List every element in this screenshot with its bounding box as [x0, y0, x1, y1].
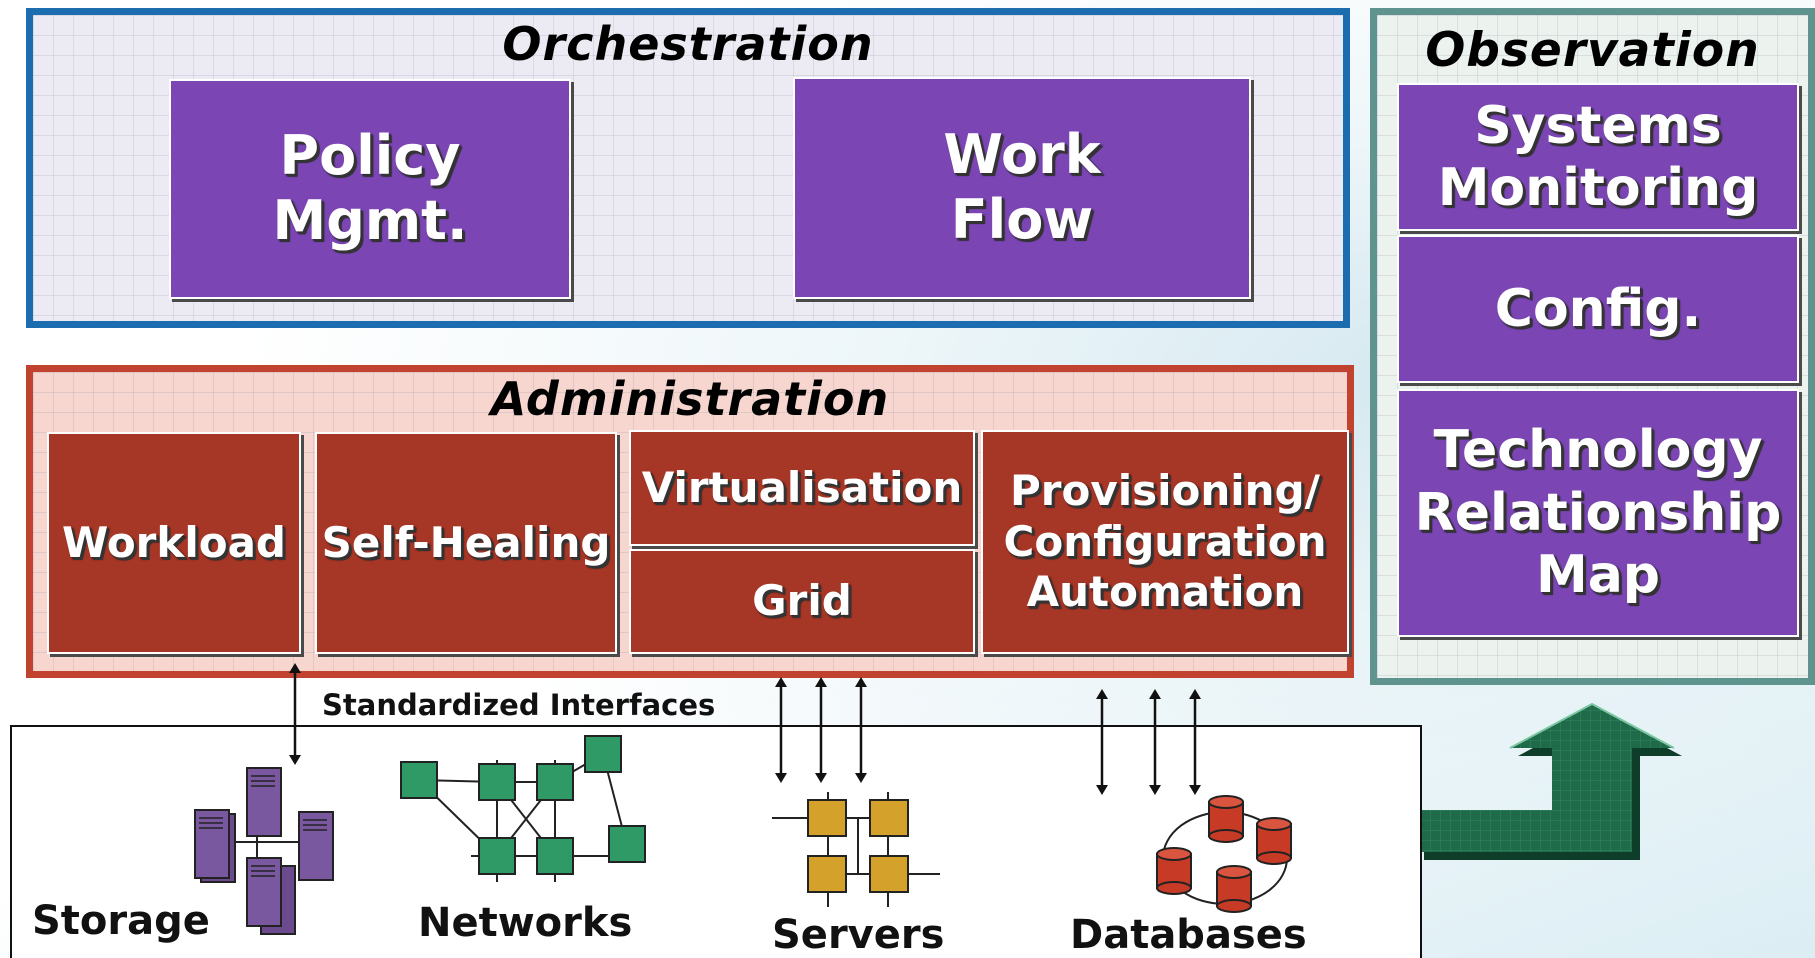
administration-title: Administration [490, 372, 890, 426]
observation-panel: Observation Systems Monitoring Config. T… [1370, 8, 1815, 685]
databases-label: Databases [1070, 912, 1307, 958]
standardized-interfaces-label: Standardized Interfaces [322, 688, 716, 722]
systems-monitoring-box: Systems Monitoring [1397, 83, 1799, 231]
orchestration-panel: Orchestration Policy Mgmt. Work Flow [26, 8, 1350, 328]
provisioning-box: Provisioning/ Configuration Automation [981, 430, 1349, 654]
virtualisation-box: Virtualisation [629, 430, 975, 546]
workload-box: Workload [47, 432, 301, 654]
network-icon [400, 735, 646, 882]
database-icon [1156, 795, 1292, 913]
technology-relationship-map-box: Technology Relationship Map [1397, 389, 1799, 637]
grid-box: Grid [629, 549, 975, 654]
work-flow-box: Work Flow [793, 77, 1251, 299]
orchestration-title: Orchestration [502, 17, 874, 71]
policy-mgmt-box: Policy Mgmt. [169, 79, 571, 299]
networks-label: Networks [418, 900, 633, 946]
self-healing-box: Self-Healing [315, 432, 617, 654]
config-box: Config. [1397, 235, 1799, 383]
storage-label: Storage [32, 898, 210, 944]
up-arrow-icon [1416, 702, 1682, 860]
observation-title: Observation [1425, 23, 1760, 78]
storage-icon [194, 767, 334, 935]
administration-panel: Administration Workload Self-Healing Vir… [26, 365, 1354, 678]
servers-label: Servers [772, 912, 945, 958]
server-icon [772, 792, 940, 907]
